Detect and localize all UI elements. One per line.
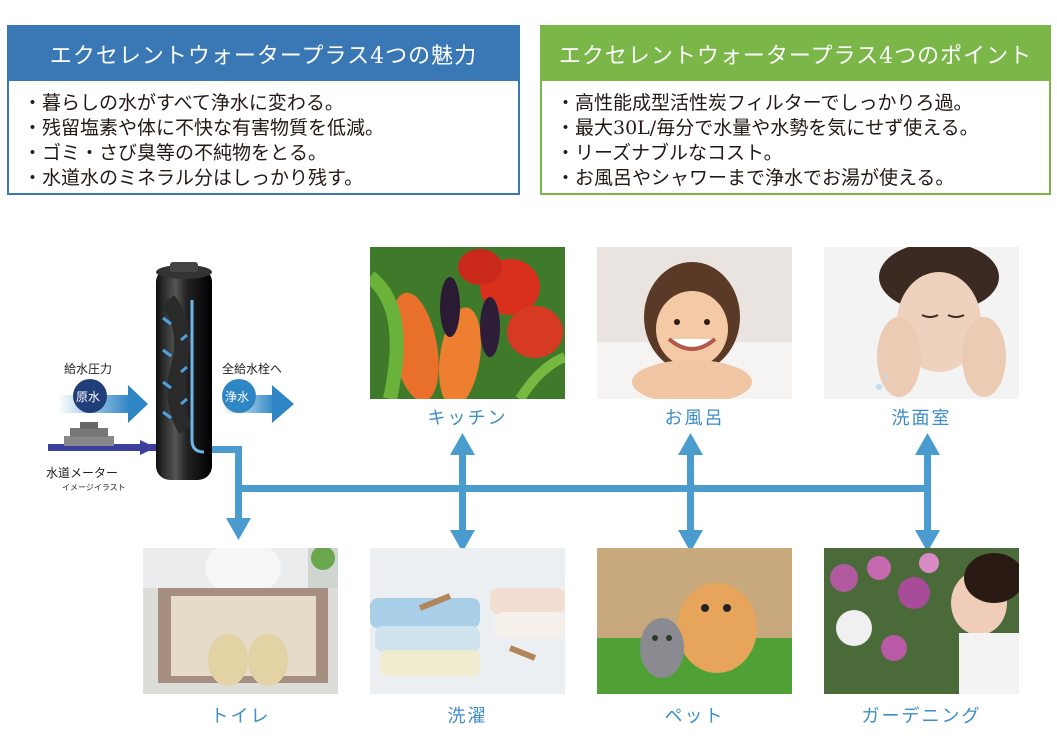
kitchen-laundry-arrow	[450, 433, 475, 552]
points-item: ・リーズナブルなコスト。	[556, 142, 783, 164]
clean-water-badge	[222, 379, 256, 413]
toilet-branch-arrow	[226, 488, 251, 540]
illustration-note: イメージイラスト	[62, 483, 126, 492]
kitchen-caption: キッチン	[427, 408, 508, 429]
toilet-photo	[143, 548, 338, 700]
bath-photo	[597, 247, 792, 399]
points-item: ・お風呂やシャワーまで浄水でお湯が使える。	[556, 167, 955, 189]
inlet-pipe	[48, 444, 156, 451]
charms-title: エクセレントウォータープラス4つの魅力	[9, 27, 518, 81]
water-meter-label: 水道メーター	[46, 466, 119, 480]
washroom-photo	[824, 247, 1019, 399]
filter-device-illustration	[156, 262, 212, 480]
laundry-photo	[370, 548, 565, 700]
charms-item: ・暮らしの水がすべて浄水に変わる。	[23, 92, 344, 114]
supply-pressure-label: 給水圧力	[64, 362, 113, 376]
charms-list: ・暮らしの水がすべて浄水に変わる。 ・残留塩素や体に不快な有害物質を低減。 ・ゴ…	[9, 81, 518, 191]
raw-water-label: 原水	[76, 390, 101, 404]
points-box: エクセレントウォータープラス4つのポイント ・高性能成型活性炭フィルターでしっか…	[540, 25, 1051, 195]
points-item: ・最大30L/毎分で水量や水勢を気にせず使える。	[556, 117, 979, 139]
charms-item: ・ゴミ・さび臭等の不純物をとる。	[23, 142, 328, 164]
main-pipe	[235, 485, 928, 492]
clean-water-label: 浄水	[225, 390, 250, 404]
charms-item: ・水道水のミネラル分はしっかり残す。	[23, 167, 364, 189]
bath-caption: お風呂	[664, 408, 725, 429]
device-riser-pipe	[235, 446, 242, 492]
points-title: エクセレントウォータープラス4つのポイント	[542, 27, 1049, 81]
washroom-gardening-arrow	[915, 433, 940, 552]
toilet-caption: トイレ	[210, 706, 271, 727]
bath-pet-arrow	[678, 433, 703, 552]
points-item: ・高性能成型活性炭フィルターでしっかりろ過。	[556, 92, 973, 114]
raw-water-badge	[73, 379, 107, 413]
gardening-photo	[824, 548, 1019, 700]
all-taps-label: 全給水栓へ	[222, 362, 283, 376]
washroom-caption: 洗面室	[891, 408, 952, 429]
points-list: ・高性能成型活性炭フィルターでしっかりろ過。 ・最大30L/毎分で水量や水勢を気…	[542, 81, 1049, 191]
kitchen-photo	[370, 247, 565, 399]
pet-caption: ペット	[664, 706, 725, 727]
charms-box: エクセレントウォータープラス4つの魅力 ・暮らしの水がすべて浄水に変わる。 ・残…	[7, 25, 520, 195]
device-outlet-pipe	[212, 446, 242, 453]
water-meter-illustration	[64, 422, 114, 446]
pet-photo	[597, 548, 792, 700]
laundry-caption: 洗濯	[447, 706, 488, 727]
gardening-caption: ガーデニング	[861, 706, 982, 727]
charms-item: ・残留塩素や体に不快な有害物質を低減。	[23, 117, 385, 139]
